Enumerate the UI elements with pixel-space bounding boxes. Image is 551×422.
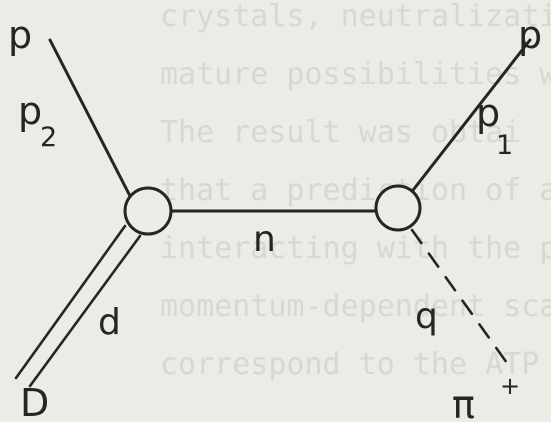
label-pion-charge: +: [500, 372, 520, 400]
label-bottom-left-particle: D: [20, 381, 49, 422]
pion-line: [410, 228, 514, 372]
label-right-momentum-subscript: 1: [496, 130, 513, 161]
label-right-momentum: p: [476, 91, 500, 135]
label-deuteron: d: [98, 302, 121, 343]
label-left-momentum-subscript: 2: [40, 122, 57, 153]
label-neutron: n: [253, 219, 276, 260]
bleed-line: correspond to the ATP: [160, 347, 539, 382]
label-pion-particle: π: [452, 383, 475, 422]
label-top-right-particle: p: [518, 13, 542, 57]
proton-line-left: [48, 38, 132, 198]
vertex-right: [374, 184, 422, 232]
vertex-left: [123, 186, 173, 236]
bleed-line: crystals, neutralization p: [160, 0, 551, 34]
deuteron-line-inner: [28, 234, 142, 388]
label-left-momentum: p: [18, 89, 42, 133]
bleed-line: interacting with the prod: [160, 231, 551, 266]
proton-line-right: [408, 38, 532, 196]
deuteron-line-outer: [14, 224, 127, 380]
label-top-left-particle: p: [8, 13, 32, 57]
bleed-line: The result was obtai: [160, 115, 521, 150]
bleed-line: mature possibilities with t: [160, 57, 551, 92]
bleed-line: that a prediction of a: [160, 173, 551, 208]
bleed-line: momentum-dependent scattering: [160, 289, 551, 324]
label-pion-momentum: q: [415, 296, 438, 337]
